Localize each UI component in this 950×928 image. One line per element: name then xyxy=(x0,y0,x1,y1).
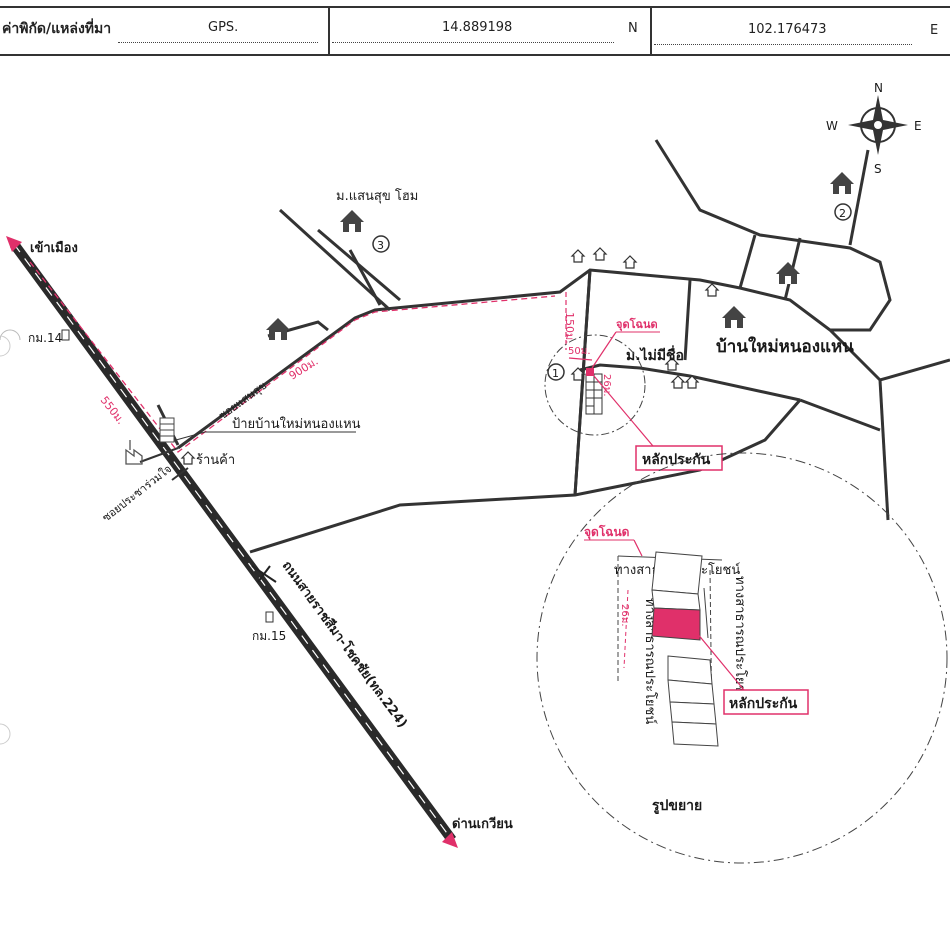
compass-rose: N S E W xyxy=(826,81,922,176)
plot-point-leader xyxy=(591,331,617,369)
enlarged-view-label: รูปขยาย xyxy=(652,798,702,814)
binder-holes xyxy=(0,335,11,745)
compass-east: E xyxy=(914,119,922,133)
enlarged-dimension-line xyxy=(623,589,629,669)
collateral-label: หลักประกัน xyxy=(642,452,711,468)
house-icon xyxy=(776,262,800,284)
km15-marker: กม.15 xyxy=(252,611,286,643)
soi-saensuk-label: ซอยแสนสุข xyxy=(216,379,269,422)
to-dan-kwian-label: ด่านเกวียน xyxy=(452,816,513,832)
svg-text:1: 1 xyxy=(552,367,559,380)
compass-north: N xyxy=(874,81,883,95)
site-plots xyxy=(585,368,603,415)
longitude-value: 102.176473 xyxy=(748,22,827,37)
house-icon xyxy=(266,318,290,340)
ban-mai-nong-haen-label: บ้านใหม่หนองแหน xyxy=(716,336,854,357)
header-separator xyxy=(328,6,330,54)
small-house-icon xyxy=(571,249,585,263)
km14-marker: กม.14 xyxy=(0,329,70,345)
header-bottom-border xyxy=(0,54,950,56)
gps-source: GPS. xyxy=(208,20,239,35)
ref-marker-2: 2 xyxy=(834,203,852,221)
enlarged-plots xyxy=(651,551,719,747)
moo-no-name-label: ม.ไม่มีชื่อ xyxy=(626,345,684,364)
plot-point-label: จุดโฉนด xyxy=(616,317,658,332)
distance-50m: 50ม. xyxy=(568,346,591,357)
sign-leader xyxy=(175,431,206,441)
house-icon xyxy=(722,306,746,328)
small-house-icon xyxy=(623,255,637,269)
coordinate-header: ค่าพิกัด/แหล่งที่มา GPS. 14.889198 N 102… xyxy=(0,6,950,56)
enlarged-distance-26m: 26ม. xyxy=(619,604,630,627)
route-50m xyxy=(568,357,593,361)
moo-saensuk-home-label: ม.แสนสุข โฮม xyxy=(336,188,418,204)
enlarged-collateral-box xyxy=(723,689,809,715)
highway-label: ถนนสายราชสีมา-โชคชัย(ทล.224) xyxy=(279,557,412,731)
sign-ban-mai-label: ป้ายบ้านใหม่หนองแหน xyxy=(232,416,361,432)
distance-26m: 26ม. xyxy=(601,374,612,397)
enlarged-collateral-label: หลักประกัน xyxy=(729,696,798,712)
distance-900m: 900ม. xyxy=(287,355,321,383)
header-separator xyxy=(650,6,652,54)
collateral-leader xyxy=(593,375,659,453)
side-streets xyxy=(139,447,189,481)
distance-150m: 150ม. xyxy=(563,312,576,344)
coordinate-source-label: ค่าพิกัด/แหล่งที่มา xyxy=(2,21,112,37)
enlarged-public-way-right: ทางสาธารณประโยชน์ xyxy=(732,576,748,702)
sign-icon xyxy=(159,417,175,443)
dotted-underline xyxy=(118,42,318,43)
site-circle xyxy=(544,334,646,436)
latitude-hemisphere: N xyxy=(628,21,638,36)
soi-pracha-label: ซอยประชาร่วมใจ xyxy=(100,462,174,524)
ref-marker-3: 3 xyxy=(372,235,390,253)
dotted-underline xyxy=(654,44,912,45)
svg-text:2: 2 xyxy=(839,207,846,220)
highway-road xyxy=(6,236,458,848)
shop-icon xyxy=(181,451,195,465)
enlarged-collateral-leader xyxy=(677,609,745,691)
arrow-to-dan-kwian-icon xyxy=(442,832,458,848)
factory-icon xyxy=(125,440,143,465)
bridge-icon xyxy=(251,565,277,583)
road-network xyxy=(156,139,950,554)
small-house-icon xyxy=(593,247,607,261)
enlarged-plot-point-leader xyxy=(633,539,643,557)
compass-south: S xyxy=(874,162,882,176)
svg-text:กม.15: กม.15 xyxy=(252,629,286,643)
enlarged-boundary-right-top xyxy=(703,587,709,639)
enlarged-circle xyxy=(536,452,948,864)
dotted-underline xyxy=(332,42,614,43)
compass-west: W xyxy=(826,119,838,133)
shop-label: ร้านค้า xyxy=(196,453,235,468)
latitude-value: 14.889198 xyxy=(442,20,513,35)
small-house-icon xyxy=(705,283,719,297)
house-icon xyxy=(340,210,364,232)
svg-text:3: 3 xyxy=(377,239,384,252)
longitude-hemisphere: E xyxy=(930,23,939,38)
small-house-icon xyxy=(671,375,685,389)
enlarged-view: จุดโฉนด ทางสาธารณประโยชน์ 26ม. ทางสาธารณ… xyxy=(536,452,948,864)
header-top-border xyxy=(0,6,950,8)
enlarged-plot-point-label: จุดโฉนด xyxy=(584,524,630,540)
house-icon xyxy=(830,172,854,194)
collateral-box xyxy=(635,445,723,471)
arrow-to-city-icon xyxy=(6,236,22,252)
route-path xyxy=(29,261,556,453)
to-city-label: เข้าเมือง xyxy=(30,240,78,256)
ref-marker-1: 1 xyxy=(547,363,565,381)
svg-text:กม.14: กม.14 xyxy=(28,331,62,345)
